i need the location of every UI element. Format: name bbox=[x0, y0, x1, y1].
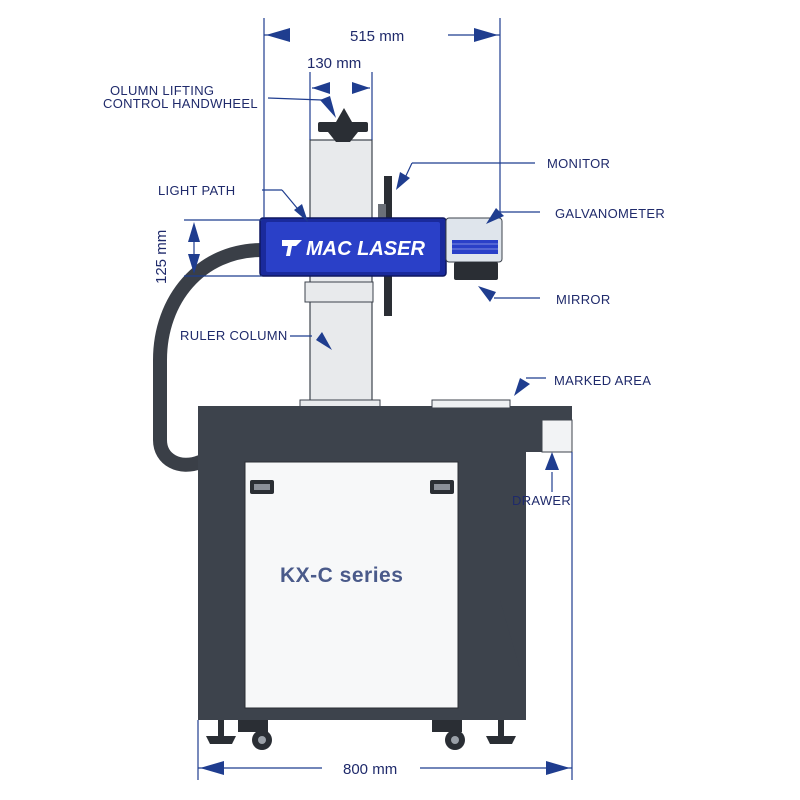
callout-light-path: LIGHT PATH bbox=[158, 183, 308, 222]
galvanometer bbox=[445, 217, 503, 263]
dim-800-label: 800 mm bbox=[343, 761, 397, 778]
dimension-130: 130 mm bbox=[307, 55, 373, 140]
callout-galvanometer: GALVANOMETER bbox=[486, 206, 665, 224]
callout-marked-area: MARKED AREA bbox=[514, 373, 651, 396]
drawer bbox=[541, 419, 573, 453]
brand-name: MAC LASER bbox=[306, 238, 425, 260]
handwheel bbox=[318, 108, 368, 142]
laser-head-face bbox=[266, 222, 440, 272]
column-clamp bbox=[304, 281, 374, 303]
callout-mirror: MIRROR bbox=[478, 286, 611, 307]
monitor-label: MONITOR bbox=[547, 156, 610, 171]
brand-logo: MAC LASER bbox=[282, 238, 425, 260]
front-panel bbox=[244, 461, 459, 709]
mirror-label: MIRROR bbox=[556, 292, 611, 307]
marked-area-plate bbox=[431, 399, 511, 409]
marked-area-label: MARKED AREA bbox=[554, 373, 651, 388]
mirror-lens bbox=[454, 262, 498, 280]
callout-handwheel: OLUMN LIFTING CONTROL HANDWHEEL bbox=[103, 83, 336, 118]
galvanometer-label: GALVANOMETER bbox=[555, 206, 665, 221]
dim-125-label: 125 mm bbox=[153, 230, 170, 284]
drawer-label: DRAWER bbox=[512, 493, 571, 508]
dimension-800: 800 mm bbox=[197, 452, 573, 780]
handwheel-label-line1: OLUMN LIFTING bbox=[110, 83, 214, 98]
dim-515-label: 515 mm bbox=[350, 28, 404, 45]
series-label: KX-C series bbox=[280, 564, 403, 587]
callout-monitor: MONITOR bbox=[396, 156, 610, 190]
handwheel-label-line2: CONTROL HANDWHEEL bbox=[103, 96, 258, 111]
dimension-125: 125 mm bbox=[153, 219, 262, 284]
dimension-515: 515 mm bbox=[263, 18, 501, 218]
light-path-label: LIGHT PATH bbox=[158, 183, 235, 198]
dim-130-label: 130 mm bbox=[307, 55, 361, 72]
ruler-column-label: RULER COLUMN bbox=[180, 328, 288, 343]
callout-drawer: DRAWER bbox=[512, 452, 571, 508]
casters bbox=[206, 720, 516, 750]
fiber-cable bbox=[153, 243, 269, 472]
callout-ruler-column: RULER COLUMN bbox=[180, 328, 332, 350]
